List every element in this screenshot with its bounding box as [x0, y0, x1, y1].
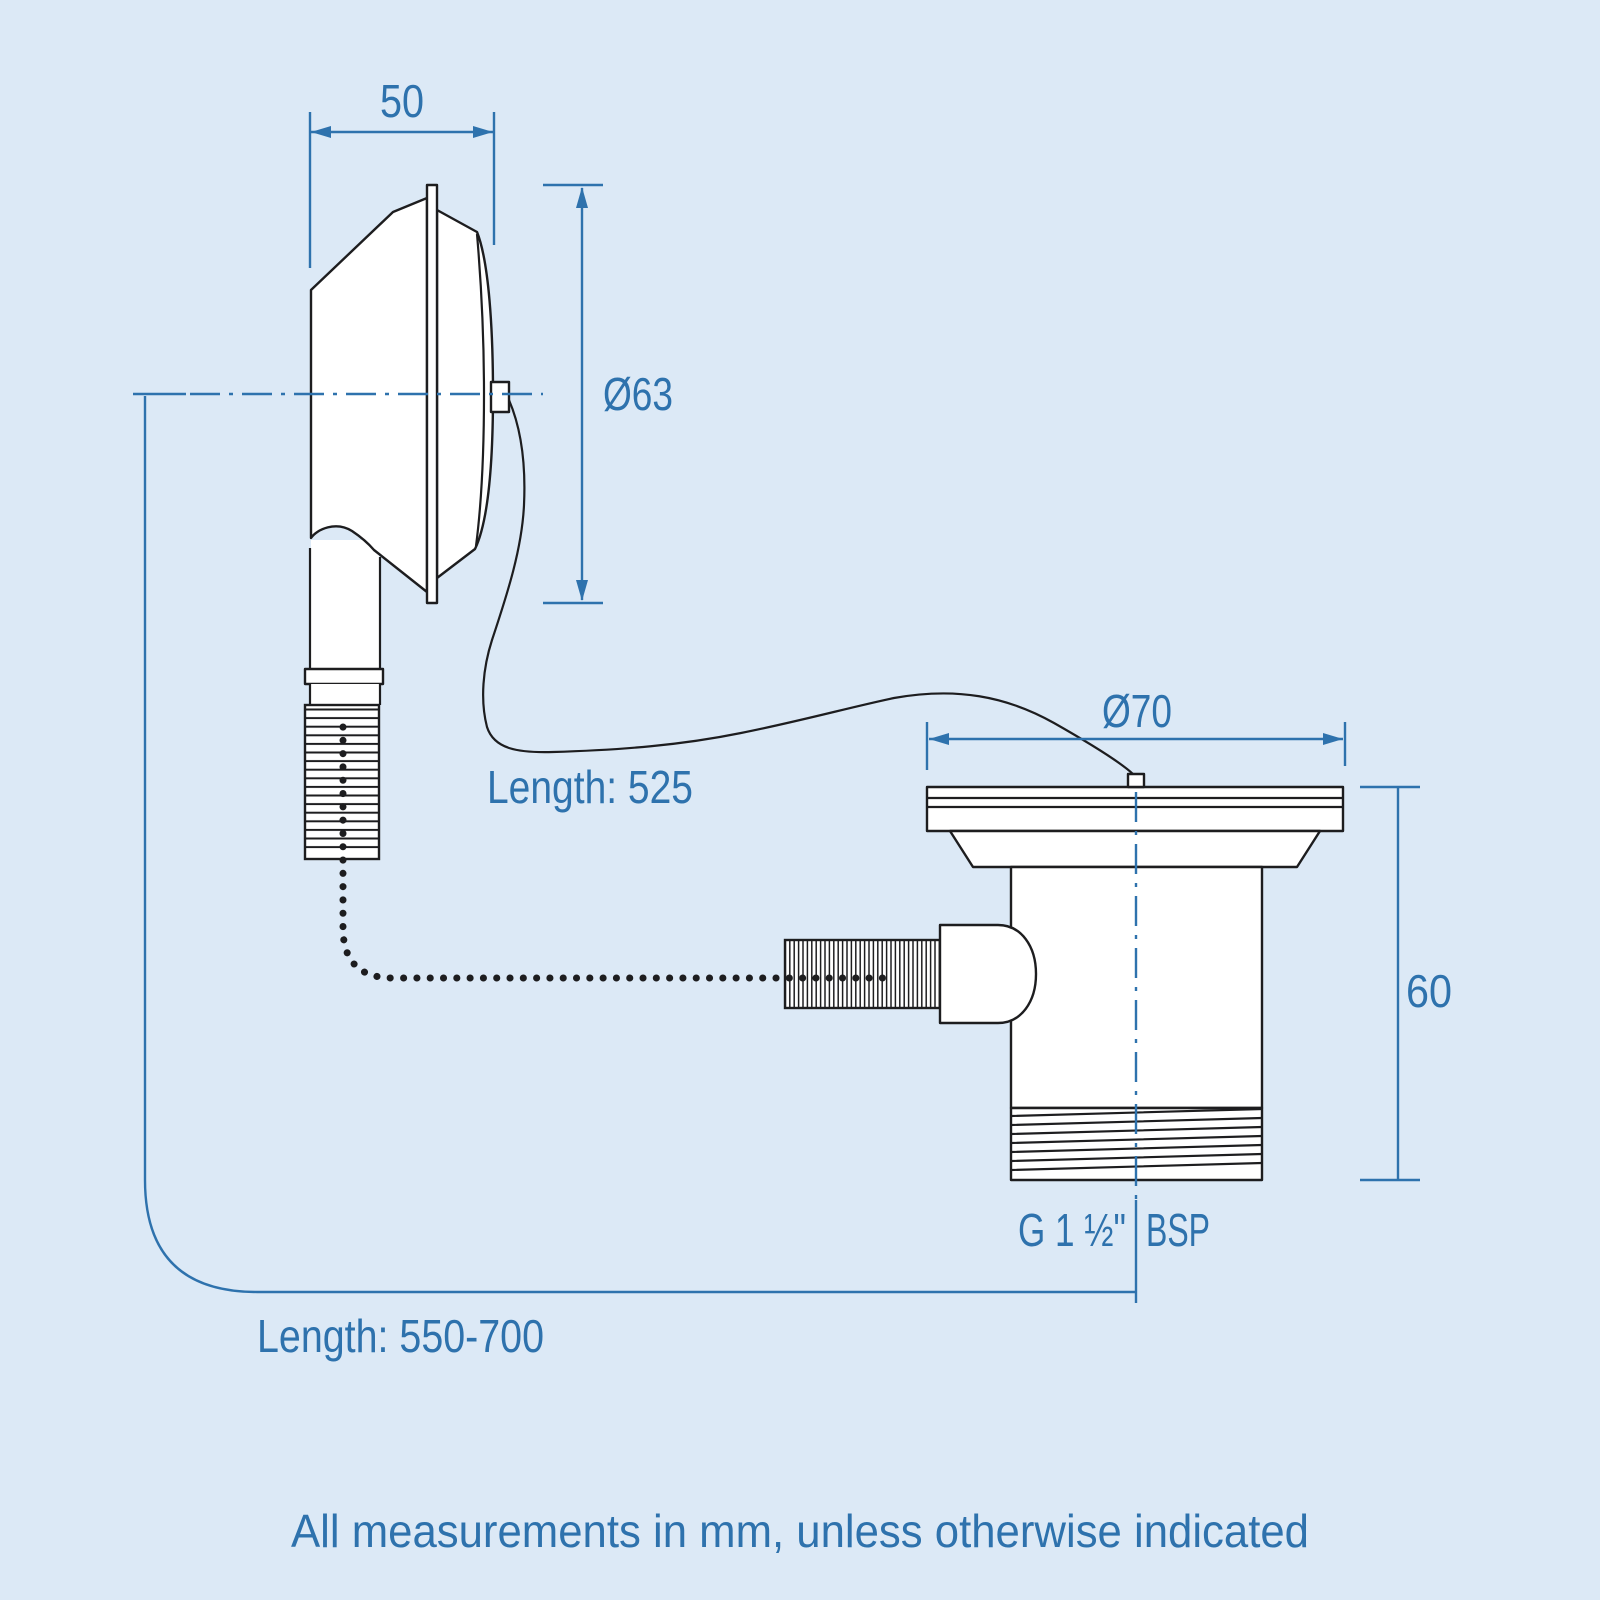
label-thread-spec-left: G 1 ½": [1018, 1204, 1126, 1256]
pipe-lower-fill: [311, 684, 379, 705]
inlet-cap: [938, 923, 1038, 1025]
dimension-overflow-width: [308, 112, 496, 268]
label-overflow-diameter: Ø63: [603, 368, 673, 420]
dome-inner-rim: [474, 233, 486, 547]
dimension-body-height: [1360, 785, 1420, 1182]
chain-knob: [489, 380, 511, 414]
pull-cable: [482, 399, 1134, 775]
overall-dim-path: [143, 396, 1136, 1294]
label-overflow-width: 50: [380, 75, 424, 127]
chain-dotted-line: [339, 723, 892, 982]
waste-assembly: [482, 399, 1345, 1182]
overflow-down-pipe: [308, 540, 382, 670]
dim50-arrows: [311, 126, 493, 138]
inlet-threads: [785, 940, 940, 1008]
pipe-fill: [311, 540, 379, 670]
label-thread-spec-right: BSP: [1146, 1204, 1210, 1256]
overflow-assembly: [303, 183, 511, 861]
footnote-measurements: All measurements in mm, unless otherwise…: [291, 1505, 1309, 1557]
chain-stub: [1126, 772, 1146, 789]
pipe-collar: [303, 667, 385, 686]
dim70-extension-lines: [925, 722, 1347, 770]
dimension-flange-diameter: [925, 722, 1347, 770]
pipe-walls: [308, 548, 382, 669]
label-overall-length: Length: 550-700: [257, 1310, 544, 1362]
label-flange-diameter: Ø70: [1102, 685, 1172, 737]
pipe-lower-walls: [308, 684, 382, 705]
dim63-lines: [543, 183, 603, 605]
waste-side-inlet: [783, 938, 942, 1010]
dim60-lines: [1360, 785, 1420, 1182]
overflow-faceplate: [425, 183, 439, 605]
dim50-extension-lines: [308, 112, 496, 268]
dimension-overflow-diameter: [543, 183, 603, 605]
label-cable-length: Length: 525: [487, 761, 693, 813]
label-body-height: 60: [1406, 965, 1452, 1017]
tail-bottom-band: [305, 853, 379, 859]
dimension-overall-length: [133, 392, 1136, 1294]
